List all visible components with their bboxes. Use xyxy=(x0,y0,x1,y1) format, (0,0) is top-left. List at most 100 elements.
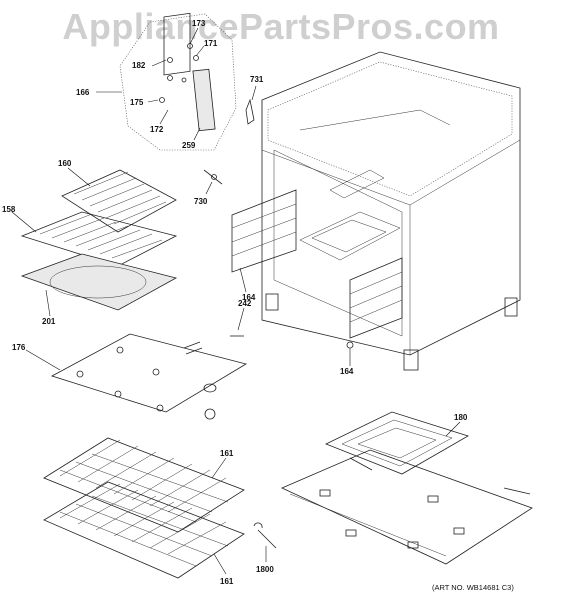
art-number: (ART NO. WB14681 C3) xyxy=(432,583,514,592)
callout-175: 175 xyxy=(130,98,144,107)
callout-158: 158 xyxy=(2,205,16,214)
element-terminals xyxy=(349,457,373,471)
leg-left xyxy=(265,293,279,311)
leader-176 xyxy=(25,349,61,371)
callout-730: 730 xyxy=(194,197,208,206)
callout-259: 259 xyxy=(182,141,196,150)
rack-support-rails xyxy=(349,271,403,323)
rack-support-frame xyxy=(231,189,297,273)
tray-tab xyxy=(427,495,439,503)
detail-outline xyxy=(119,13,237,151)
leg-front xyxy=(403,349,419,371)
element-outline xyxy=(325,411,469,475)
grid-wires xyxy=(73,171,167,225)
leader-242 xyxy=(237,307,245,331)
rack-wires xyxy=(59,483,227,555)
rack-support-right-164 xyxy=(346,257,403,349)
bake-element-180 xyxy=(325,411,469,475)
callout-160: 160 xyxy=(58,159,72,168)
leader-180 xyxy=(445,421,461,437)
bottom-tray xyxy=(281,449,533,565)
screw-171 xyxy=(193,55,199,61)
grid-frame xyxy=(61,169,177,233)
oven-rack-upper-161 xyxy=(43,437,245,533)
leader-158 xyxy=(11,211,37,233)
leader-164a xyxy=(239,267,247,293)
leader-182 xyxy=(151,59,167,67)
element-coil-2 xyxy=(357,427,437,459)
broil-element xyxy=(329,169,385,199)
broiler-pan-insert-158 xyxy=(20,211,178,267)
bake-element-inner xyxy=(311,219,387,253)
broiler-grid-160 xyxy=(61,169,177,233)
callout-161-upper: 161 xyxy=(220,449,234,458)
tray-rod xyxy=(503,487,531,495)
leader-731 xyxy=(251,85,257,101)
callout-171: 171 xyxy=(204,39,218,48)
leader-173 xyxy=(189,27,199,45)
rack-frame xyxy=(43,481,245,579)
oven-rack-lower-161 xyxy=(43,481,245,579)
rack-wires xyxy=(59,439,227,513)
terminals xyxy=(183,341,203,355)
fastener xyxy=(346,341,354,349)
broiler-pan-201 xyxy=(20,253,178,311)
leader-171 xyxy=(195,45,205,57)
probe-730 xyxy=(203,169,223,185)
leader-161b xyxy=(213,553,227,575)
hole xyxy=(116,346,124,354)
callout-166: 166 xyxy=(76,88,90,97)
leader-160 xyxy=(67,167,91,187)
probe-knob xyxy=(211,174,217,180)
site-watermark: AppliancePartsPros.com xyxy=(62,6,500,47)
nut xyxy=(181,77,187,83)
callout-161-lower: 161 xyxy=(220,577,234,586)
top-brace xyxy=(299,109,451,131)
insert-slots xyxy=(39,213,163,259)
screw-175 xyxy=(159,97,165,103)
leg-right xyxy=(504,297,518,317)
screw-182 xyxy=(167,57,173,63)
element-coil-1 xyxy=(341,419,453,467)
callout-164-right: 164 xyxy=(340,367,354,376)
hole xyxy=(76,370,84,378)
bottom-panel xyxy=(50,333,248,413)
bracket-plate xyxy=(163,12,191,76)
pan-outline xyxy=(20,253,178,311)
top-frame xyxy=(261,100,521,206)
leader-730 xyxy=(205,181,213,195)
callout-180: 180 xyxy=(454,413,468,422)
leader-161a xyxy=(211,457,227,479)
vent xyxy=(203,383,217,393)
bake-element xyxy=(299,211,401,261)
range-body xyxy=(261,51,521,371)
hole xyxy=(152,368,160,376)
screw xyxy=(167,75,173,81)
oven-bottom-176 xyxy=(50,333,248,420)
leader-175 xyxy=(147,99,159,103)
tray-tab xyxy=(345,529,357,537)
leader-201 xyxy=(45,289,51,317)
clip-731 xyxy=(245,98,255,125)
rack-support-rails xyxy=(231,203,297,257)
leader-259 xyxy=(193,127,201,141)
nut-fitting xyxy=(204,408,216,420)
tray-tab xyxy=(319,489,331,497)
rack-support-left-164 xyxy=(231,189,297,273)
callout-242: 242 xyxy=(238,299,252,308)
rack-frame xyxy=(43,437,245,533)
leader-172 xyxy=(159,109,169,125)
callout-1800: 1800 xyxy=(256,565,274,574)
oven-cavity xyxy=(273,149,403,337)
cover-plate-259 xyxy=(192,68,216,132)
bracket-assembly-166 xyxy=(119,12,237,151)
callout-176: 176 xyxy=(12,343,26,352)
hole xyxy=(114,390,122,398)
callout-731: 731 xyxy=(250,75,264,84)
tray-outline xyxy=(281,449,533,565)
callout-172: 172 xyxy=(150,125,164,134)
hole xyxy=(156,404,164,412)
body-outline xyxy=(261,51,521,356)
tray-tab xyxy=(453,527,465,535)
